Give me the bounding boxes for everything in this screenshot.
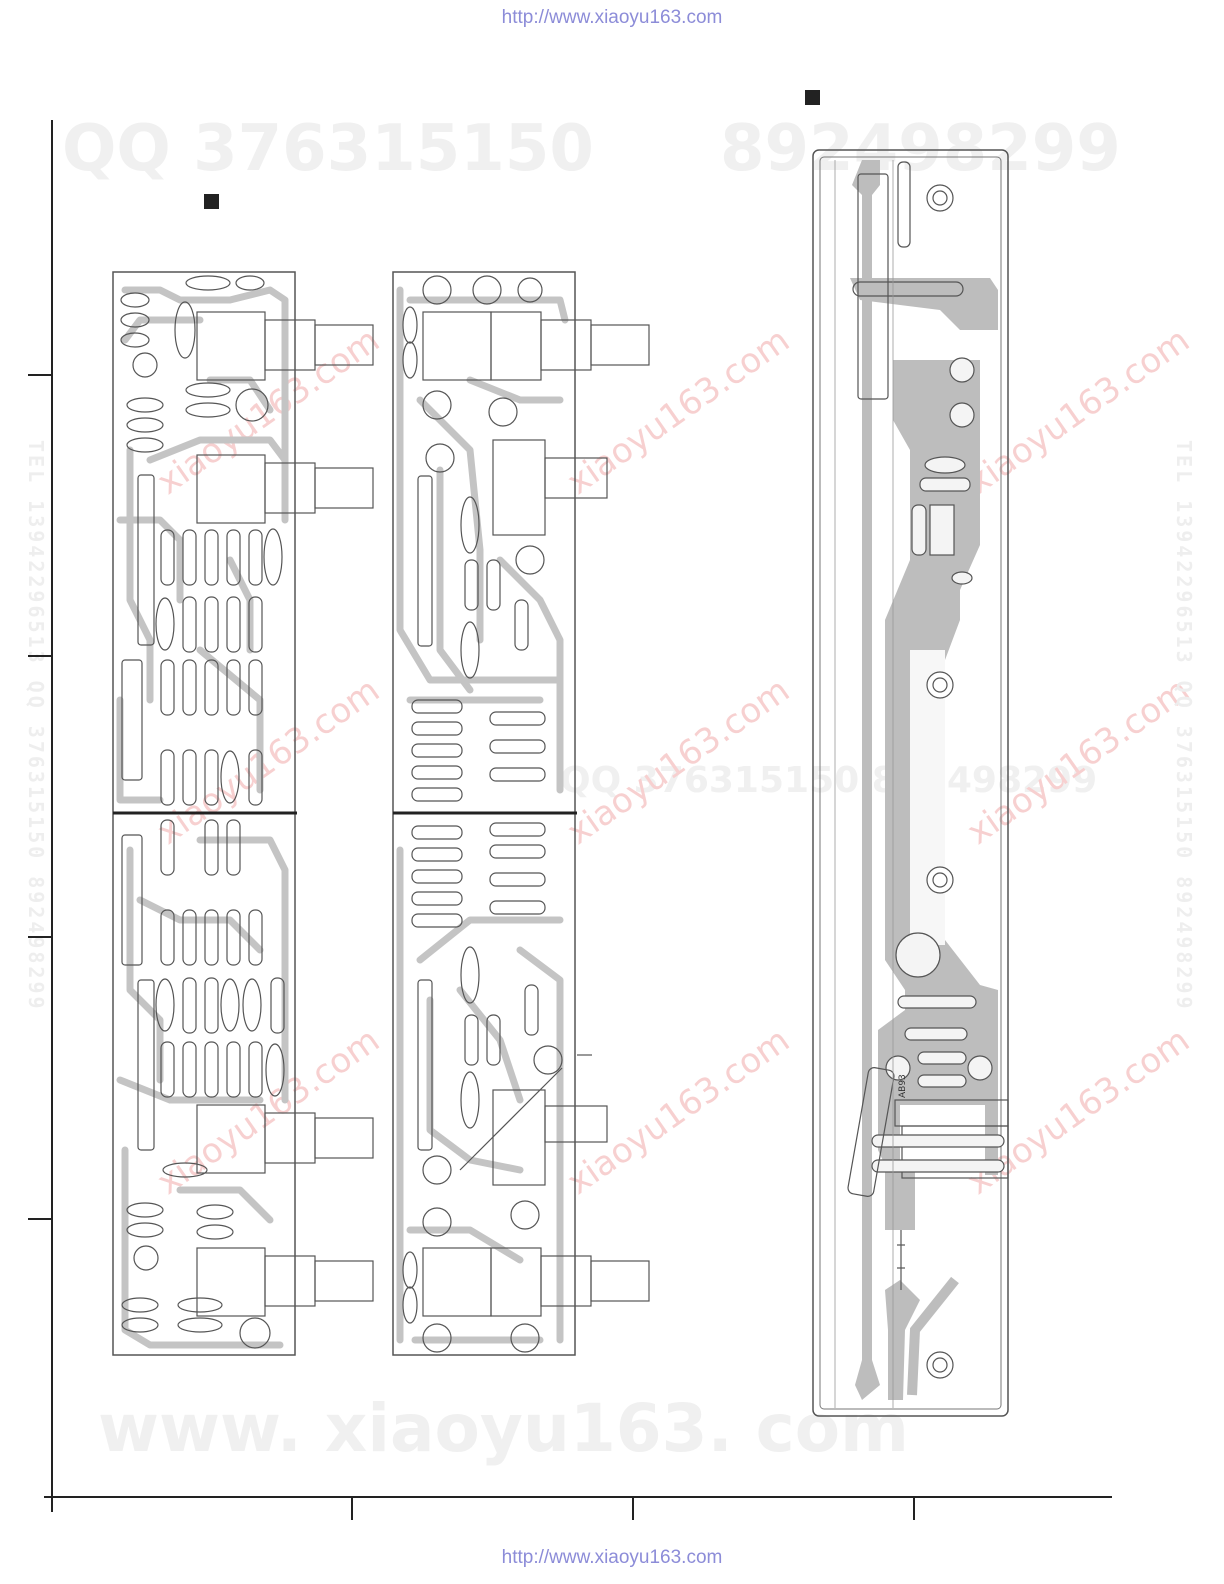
board-middle	[392, 271, 650, 1356]
watermark-site: www. xiaoyu163. com	[98, 1390, 909, 1467]
watermark-qq: QQ 376315150	[62, 112, 594, 186]
board-label: AB93	[898, 1074, 908, 1098]
watermark-number: 892498299	[720, 112, 1121, 186]
board-right: AB93	[812, 149, 1009, 1417]
board-left	[112, 271, 374, 1356]
section-marker-left	[204, 194, 219, 209]
header-url[interactable]: http://www.xiaoyu163.com	[501, 7, 723, 28]
section-marker-right	[805, 90, 820, 105]
footer-url[interactable]: http://www.xiaoyu163.com	[501, 1547, 723, 1568]
page-frame	[28, 120, 1112, 1520]
